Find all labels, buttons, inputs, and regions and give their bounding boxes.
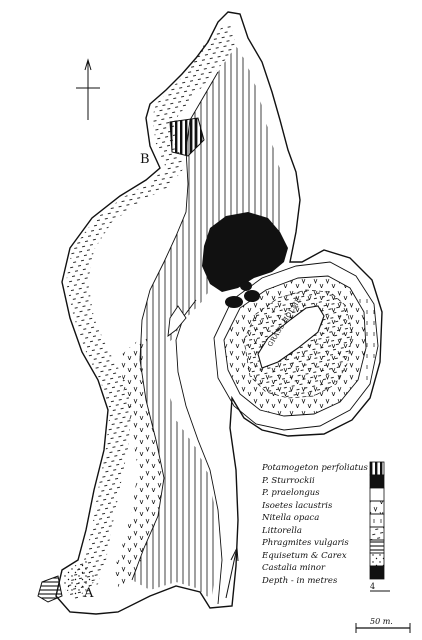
- legend-label: Isoetes lacustris: [262, 500, 333, 511]
- legend-item-equisetum-carex: Equisetum & Carex: [262, 550, 412, 563]
- site-label-a: A: [84, 586, 94, 601]
- contour-central: [175, 299, 223, 605]
- legend-item-isoetes-lacustris: Isoetes lacustris: [262, 500, 412, 513]
- site-label-b: B: [140, 152, 150, 167]
- outer-shoreline: [55, 11, 383, 615]
- castalia-blob: [202, 212, 288, 292]
- legend: Potamogeton perfoliatus P. Sturrockii P. p…: [262, 462, 412, 591]
- equisetum-patch: [62, 560, 96, 596]
- castalia-patch-3: [240, 281, 252, 291]
- legend-label: Depth - in metres: [262, 575, 338, 586]
- legend-item-phragmites-vulgaris: Phragmites vulgaris: [262, 537, 412, 550]
- island-grass-holme: [257, 305, 325, 369]
- legend-item-p-praelongus: P. praelongus: [262, 487, 412, 500]
- legend-label: Littorella: [262, 525, 302, 536]
- legend-item-littorella: Littorella: [262, 525, 412, 538]
- castalia-patch-2: [244, 290, 260, 302]
- scale-bar: [355, 623, 411, 633]
- dashed-bank-band: [66, 20, 236, 600]
- legend-label: Potamogeton perfoliatus: [262, 463, 368, 473]
- legend-item-nitella-opaca: Nitella opaca: [262, 512, 412, 525]
- legend-swatches: [369, 461, 390, 592]
- sturrockii-patch: [169, 117, 205, 157]
- north-arrow-icon: [76, 58, 100, 120]
- phragmites-zone: [356, 290, 378, 384]
- scale-label: 50 m.: [370, 617, 393, 626]
- legend-label: Phragmites vulgaris: [262, 538, 349, 548]
- legend-item-castalia-minor: Castalia minor: [262, 562, 412, 575]
- deep-water-hatched: [132, 46, 284, 600]
- littorella-patch: [37, 575, 63, 603]
- legend-label: P. Sturrockii: [262, 475, 315, 486]
- legend-label: Castalia minor: [262, 563, 326, 573]
- direction-arrow-icon: [225, 546, 239, 599]
- castalia-patch-1: [225, 296, 243, 308]
- legend-label: P. praelongus: [262, 488, 320, 498]
- legend-item-depth: Depth - in metres 4: [262, 575, 412, 591]
- legend-item-p-sturrockii: P. Sturrockii: [262, 475, 412, 488]
- legend-item-potamogeton-perfoliatus: Potamogeton perfoliatus: [262, 462, 412, 475]
- depth-value: 4: [370, 581, 376, 591]
- legend-label: Equisetum & Carex: [262, 550, 347, 561]
- contour-inlet: [167, 305, 187, 337]
- legend-label: Nitella opaca: [262, 513, 320, 523]
- isoetes-zone: [112, 330, 164, 590]
